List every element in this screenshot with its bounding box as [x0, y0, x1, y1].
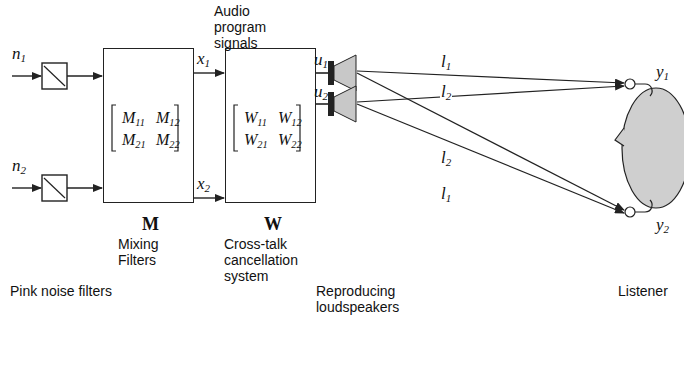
signal-name: n1 [12, 44, 26, 65]
signal-name: x2 [197, 174, 210, 195]
filter-box [42, 175, 67, 201]
matrix-name: W [264, 214, 282, 235]
acoustic-path [357, 71, 624, 83]
ear-microphone [625, 207, 635, 217]
input-arrow [12, 75, 41, 76]
speaker-cone [334, 55, 356, 91]
matrix-entry: M22 [156, 131, 180, 150]
filter-slope [44, 66, 65, 86]
signal-name: x1 [197, 49, 210, 70]
matrix-entry: M11 [122, 109, 145, 128]
system-caption: Cross-talk cancellation system [224, 236, 320, 284]
path-name: l2 [440, 82, 452, 103]
signal-name: y2 [656, 215, 669, 236]
matrix-entry: W21 [244, 131, 268, 150]
signal-name: u1 [314, 50, 328, 71]
part-name: Listener [618, 283, 668, 299]
matrix-entry: W11 [244, 109, 267, 128]
matrix-entry: W22 [278, 131, 302, 150]
speaker-magnet [328, 61, 334, 85]
speaker-magnet [328, 92, 334, 116]
signal-name: n2 [12, 156, 26, 177]
part-name: Pink noise filters [10, 283, 112, 299]
signal-name: y1 [656, 62, 669, 83]
ear-outline [635, 84, 652, 96]
acoustic-path [357, 73, 624, 210]
listener-nose [615, 128, 624, 146]
matrix-entry: M12 [156, 109, 180, 128]
ear-outline [635, 200, 652, 212]
speaker-cone [334, 86, 356, 122]
matrix-name: M [142, 214, 159, 235]
matrix-box: W11W12W21W22WCross-talk cancellation sys… [225, 48, 316, 203]
acoustic-path [357, 104, 624, 213]
input-arrow [12, 187, 41, 188]
signal-arrow [67, 187, 102, 188]
matrix-entry: W12 [278, 109, 302, 128]
signal-connector [194, 197, 224, 198]
matrix-entry: M21 [122, 131, 146, 150]
listener-head [622, 88, 684, 208]
signal-connector [194, 72, 224, 73]
path-name: l1 [440, 184, 452, 205]
filter-slope [44, 178, 65, 198]
part-name: Reproducing loudspeakers [316, 283, 412, 315]
matrix-box: M11M12M21M22MMixing Filters [103, 48, 194, 203]
signal-name: u2 [314, 82, 328, 103]
acoustic-path [357, 86, 624, 102]
note: Audio program signals [214, 3, 274, 51]
filter-caption: Mixing Filters [118, 236, 190, 268]
path-name: l1 [440, 52, 452, 73]
path-name: l2 [440, 148, 452, 169]
ear-microphone [625, 79, 635, 89]
signal-arrow [67, 75, 102, 76]
filter-box [42, 63, 67, 89]
